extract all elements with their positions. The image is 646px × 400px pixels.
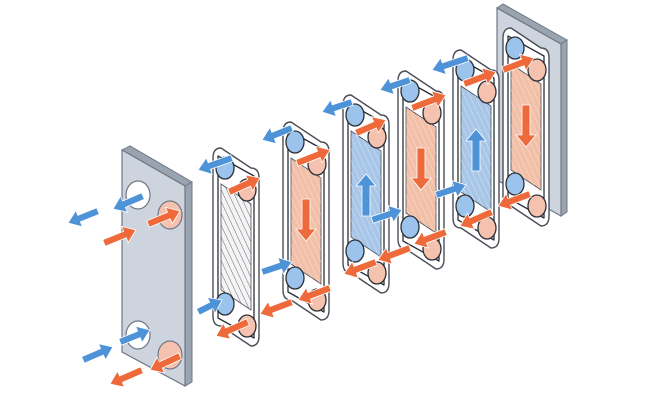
cold-in-arrow [370,204,403,224]
port-cold [455,194,475,218]
gasket [402,78,440,262]
hot-out-arrow [259,298,294,319]
hot-in-arrow [354,116,387,137]
hot-in-arrow [146,206,181,228]
cold-flow-up-arrow [355,173,377,217]
port-hot [527,58,547,82]
cold-out-arrow [321,98,354,118]
cold-in-arrow [260,256,293,276]
hot-in-arrow [501,53,535,74]
cold-out-arrow [431,54,470,76]
port-cold [505,36,525,60]
port-cold [285,266,305,290]
cold-in-arrow [81,343,114,364]
hot-out-arrow [215,318,250,340]
hot-out-arrow [377,244,412,265]
cold-out-arrow [197,154,234,175]
gasket [507,35,545,219]
hot-in-arrow [462,67,497,88]
hot-flow-down-arrow [410,147,432,191]
chevron-pattern [221,184,251,310]
hot-out-arrow [343,258,378,279]
port-cold [505,172,525,196]
hot-flow-down-arrow [295,198,317,242]
hot-out-arrow [459,208,494,230]
hot-in-arrow [295,145,331,167]
gasket [457,57,495,241]
frame-side-edge [184,181,193,387]
port-cold [345,103,365,127]
port-hot [527,194,547,218]
hot-flow-down-arrow [515,104,537,148]
cold-in-arrow [434,179,467,199]
cold-out-arrow [379,76,412,96]
cold-in-arrow [195,296,223,316]
cold-flow-up-arrow [465,128,487,172]
hot-out-arrow [109,366,144,388]
port-hot [477,80,497,104]
hot-in-arrow [227,174,261,196]
cold-out-arrow [67,207,100,228]
gasket [347,102,385,286]
hot-out-arrow [149,352,183,374]
port-cold [345,239,365,263]
cold-in-arrow [118,325,151,346]
hot-out-arrow [297,284,332,305]
port-cold [400,215,420,239]
port-cold [285,130,305,154]
cold-out-arrow [261,124,294,145]
gasket [217,155,255,339]
hot-out-arrow [497,190,532,211]
gasket [287,129,325,313]
pressure-side-edge [560,39,568,217]
cold-out-arrow [112,192,145,213]
hot-out-arrow [413,228,448,249]
hot-in-arrow [102,225,137,247]
port-hot [367,261,387,285]
hot-in-arrow [410,90,447,112]
